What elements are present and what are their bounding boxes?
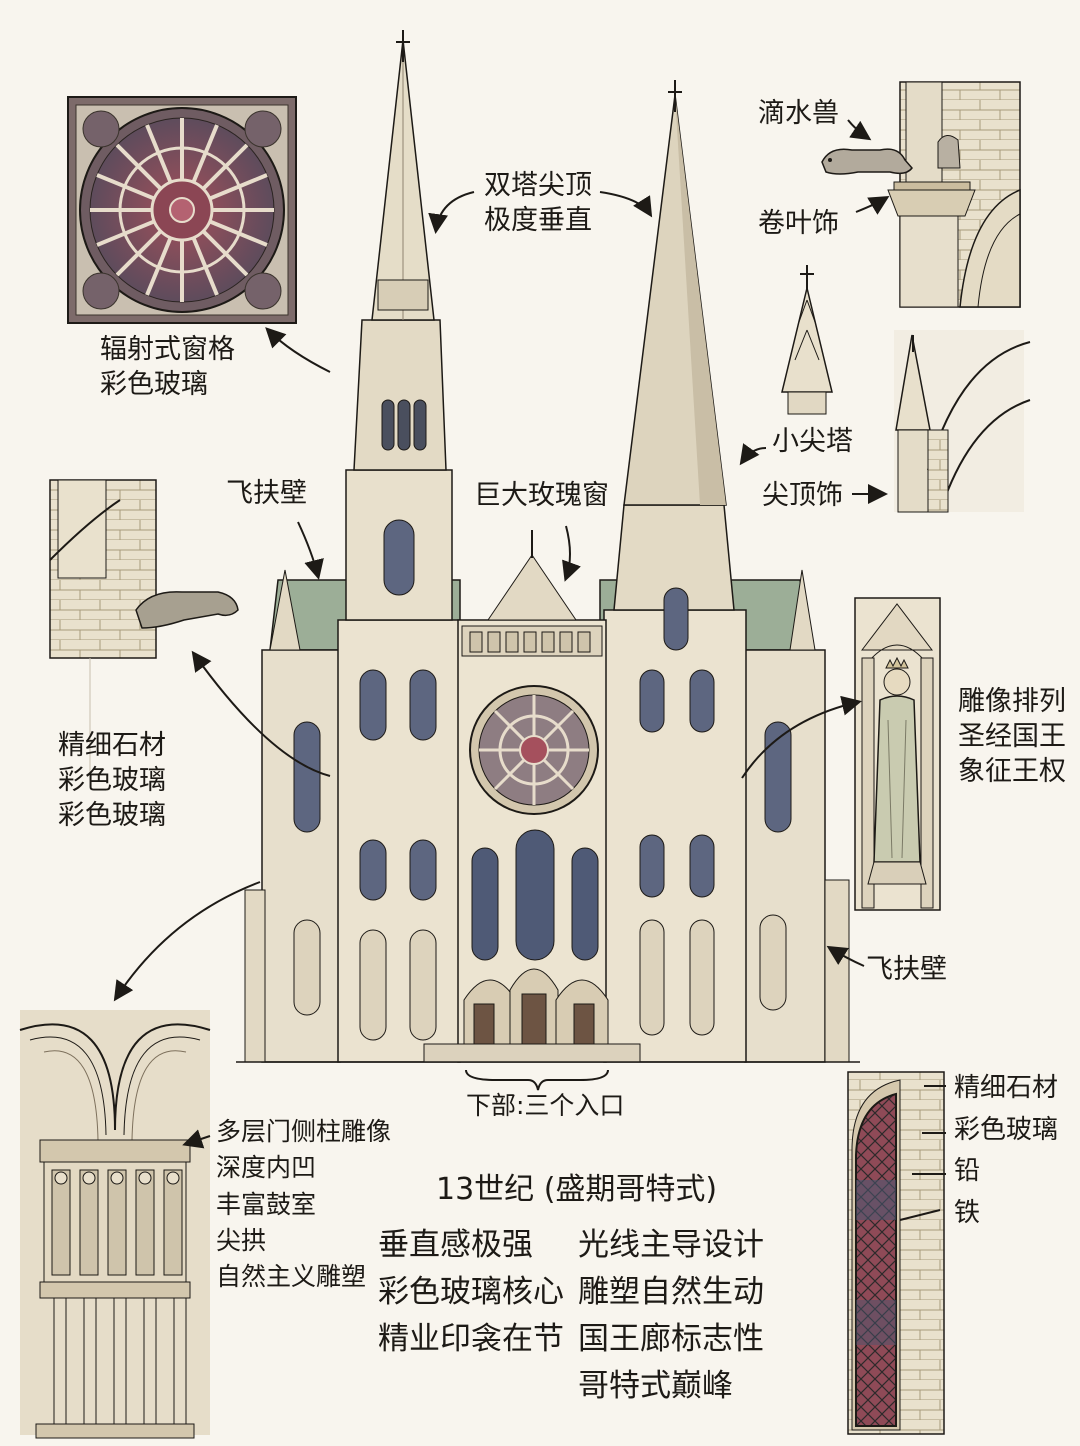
portal-feature-1: 多层门侧柱雕像 xyxy=(216,1117,392,1146)
small-spire-label: 小尖塔 xyxy=(772,426,853,457)
summary-left-1: 垂直感极强 xyxy=(378,1227,533,1263)
flying-buttress-top-label: 飞扶壁 xyxy=(226,478,307,509)
summary-left-3: 精业印衾在节 xyxy=(378,1321,564,1358)
wall-gargoyle-detail xyxy=(49,479,239,780)
rose-tracery-label: 辐射式窗格 彩色玻璃 xyxy=(100,332,235,402)
rose-tracery-line2: 彩色玻璃 xyxy=(100,369,208,401)
summary-right-4: 哥特式巅峰 xyxy=(578,1368,733,1405)
twin-spires-line1: 双塔尖顶 xyxy=(484,170,592,201)
statues-line2: 圣经国王 xyxy=(958,721,1066,753)
summary-right-2: 雕塑自然生动 xyxy=(578,1274,764,1311)
fine-stone-left-line2: 彩色玻璃 xyxy=(58,765,166,797)
entrance-brace xyxy=(465,1069,609,1091)
pinnacle-detail xyxy=(781,265,1031,513)
portal-feature-2: 深度内凹 xyxy=(216,1153,317,1183)
fine-stone-left-line1: 精细石材 xyxy=(58,730,166,761)
window-stone-label: 精细石材 xyxy=(954,1073,1059,1103)
summary-right-column: 光线主导设计 雕塑自然生动 国王廊标志性 哥特式巅峰 xyxy=(578,1222,764,1410)
portal-jamb-detail xyxy=(19,1010,211,1439)
window-glass-label: 彩色玻璃 xyxy=(954,1114,1059,1145)
fine-stone-left-line3: 彩色玻璃 xyxy=(58,800,166,832)
twin-spires-label: 双塔尖顶 极度垂直 xyxy=(484,168,592,238)
window-lead-label: 铅 xyxy=(954,1156,981,1187)
fine-stone-left-label: 精细石材 彩色玻璃 彩色玻璃 xyxy=(58,728,166,833)
summary-left-column: 垂直感极强 彩色玻璃核心 精业印衾在节 xyxy=(378,1222,564,1363)
statues-label: 雕像排列 圣经国王 象征王权 xyxy=(958,684,1066,789)
stained-window-detail xyxy=(847,1071,945,1435)
portal-feature-5: 自然主义雕塑 xyxy=(216,1262,367,1291)
king-statue-detail xyxy=(854,597,941,911)
window-iron-label: 铁 xyxy=(954,1197,981,1228)
window-detail-labels: 精细石材 彩色玻璃 铅 铁 xyxy=(954,1068,1058,1234)
summary-title: 13世纪 (盛期哥特式) xyxy=(436,1172,718,1207)
rose-tracery-detail xyxy=(67,96,297,324)
flying-buttress-right-label: 飞扶壁 xyxy=(866,954,947,985)
rose-window-label: 巨大玫瑰窗 xyxy=(474,480,609,511)
summary-left-2: 彩色玻璃核心 xyxy=(378,1274,564,1311)
statues-line1: 雕像排列 xyxy=(958,686,1066,717)
crocket-label: 卷叶饰 xyxy=(758,208,839,239)
statues-line3: 象征王权 xyxy=(958,756,1066,788)
cathedral-facade xyxy=(236,30,860,1063)
gargoyle-capital-detail xyxy=(821,81,1021,308)
leader-arrows xyxy=(113,119,890,1149)
gargoyle-label: 滴水兽 xyxy=(758,98,839,129)
portal-feature-3: 丰富鼓室 xyxy=(216,1189,317,1219)
portal-feature-4: 尖拱 xyxy=(216,1225,267,1255)
rose-tracery-line1: 辐射式窗格 xyxy=(100,334,235,365)
twin-spires-line2: 极度垂直 xyxy=(484,205,592,237)
portal-features-label: 多层门侧柱雕像 深度内凹 丰富鼓室 尖拱 自然主义雕塑 xyxy=(216,1114,391,1295)
summary-right-1: 光线主导设计 xyxy=(578,1227,764,1263)
window-callout-lines xyxy=(899,1085,946,1221)
lower-entrances-label: 下部:三个入口 xyxy=(466,1091,625,1120)
summary-right-3: 国王廊标志性 xyxy=(578,1321,764,1358)
finial-label: 尖顶饰 xyxy=(762,480,843,511)
